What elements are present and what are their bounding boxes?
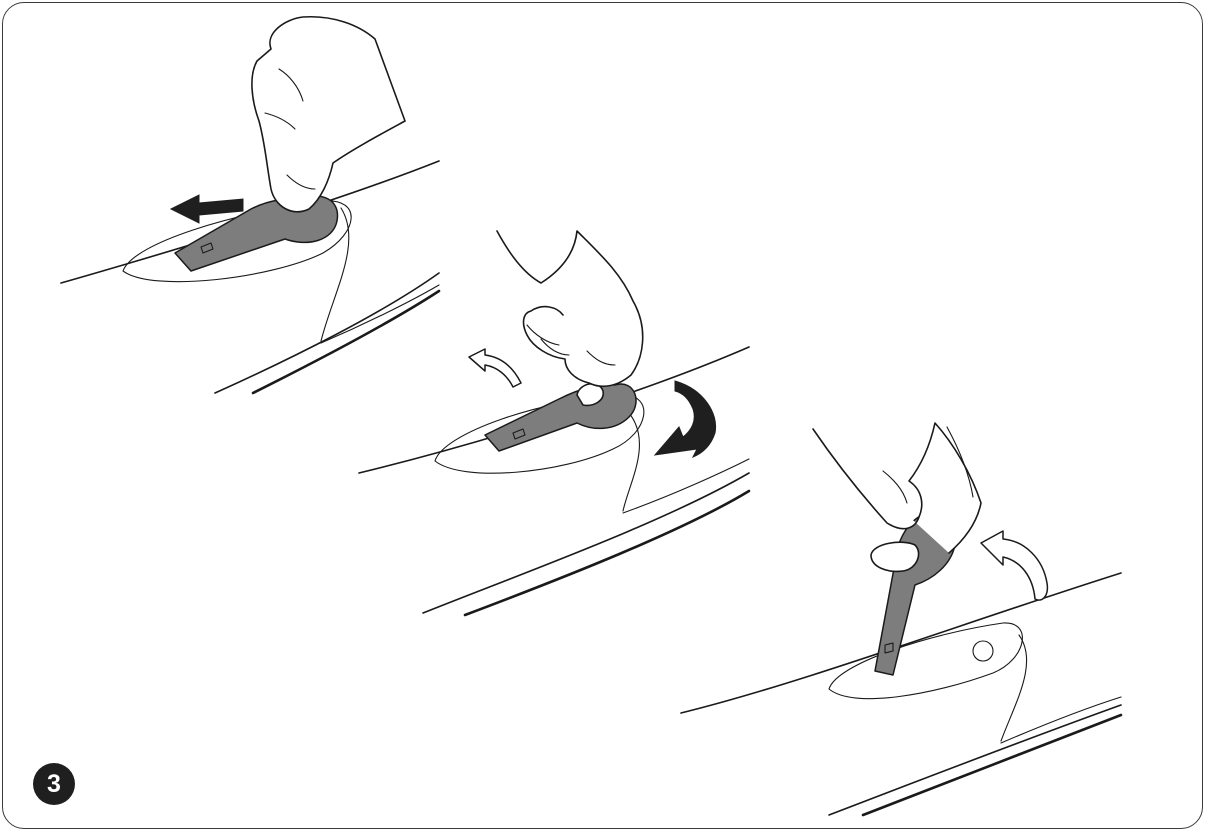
hand-gripping <box>497 231 643 386</box>
recess-drop-line <box>1001 635 1027 741</box>
arrow-curved-dark <box>655 381 716 457</box>
instruction-illustration <box>3 3 1203 829</box>
rail-groove-line <box>253 291 439 393</box>
panel-lift <box>681 423 1121 815</box>
arrow-curved-up <box>981 531 1047 600</box>
key-pin <box>871 542 919 571</box>
recess-drop-line <box>623 413 639 511</box>
key-pin <box>577 384 603 406</box>
hand-lifting <box>813 423 981 553</box>
panel-slide <box>61 17 439 393</box>
arrow-curved-light <box>469 349 521 387</box>
pin-socket <box>973 641 993 661</box>
rail-bottom-line <box>423 473 749 613</box>
rail-groove-line <box>465 491 749 615</box>
rail-groove-line <box>863 715 1121 815</box>
rail-bottom-line <box>829 705 1121 815</box>
panel-rotate <box>359 231 749 615</box>
rail-bottom-line <box>215 273 439 393</box>
rail-edge-line <box>1001 697 1121 743</box>
step-number-badge: 3 <box>33 763 75 805</box>
rail-edge-line <box>321 285 439 343</box>
